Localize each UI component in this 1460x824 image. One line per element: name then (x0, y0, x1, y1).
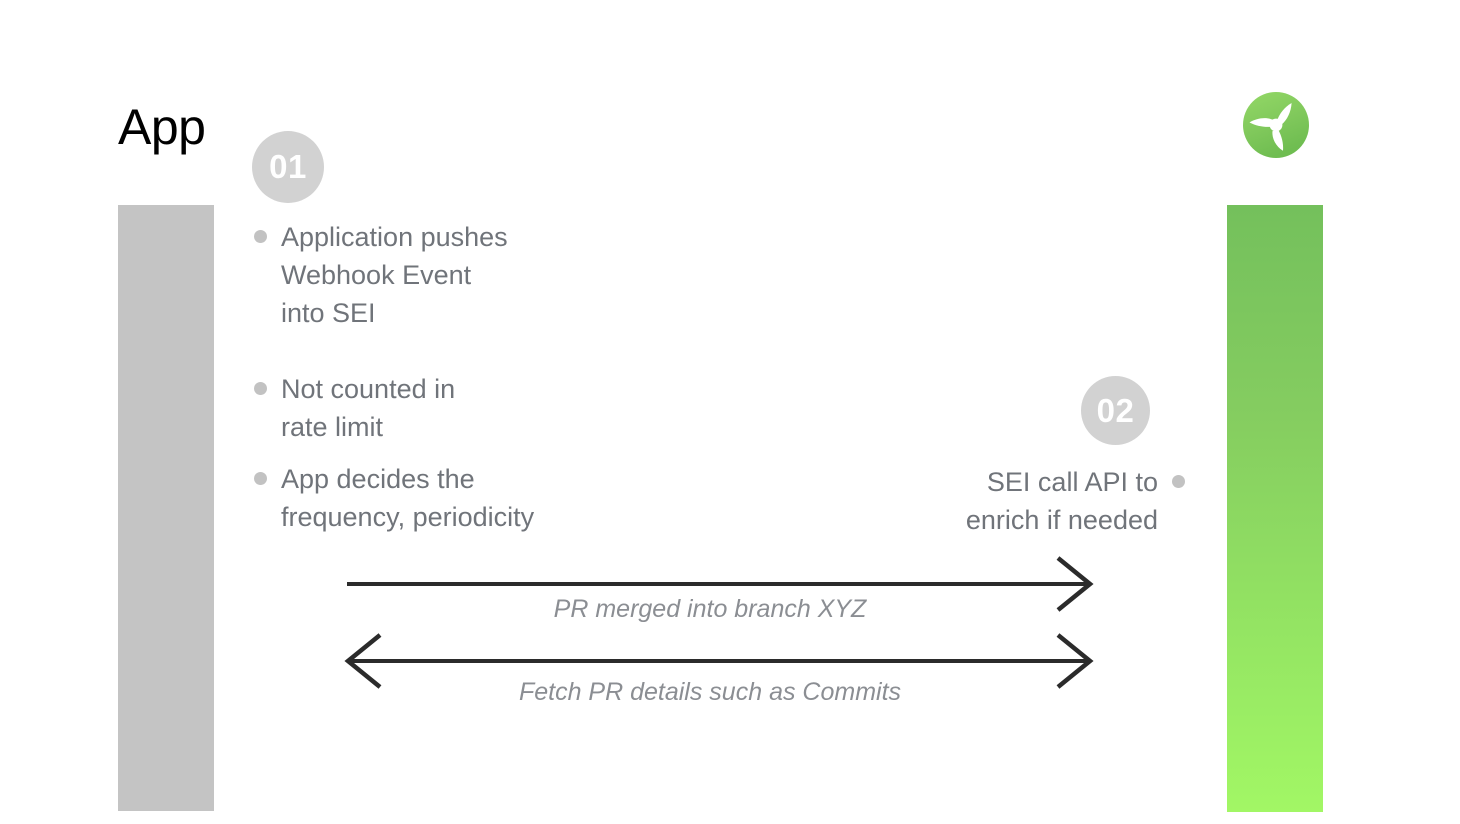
harness-propeller-logo-icon (1242, 91, 1310, 159)
bullet-dot-icon (254, 230, 267, 243)
step-badge-01: 01 (252, 131, 324, 203)
page-title: App (118, 99, 206, 155)
bullet-text: Not counted in rate limit (281, 374, 456, 442)
bullet-list-sei: SEI call API to enrich if needed (760, 463, 1185, 539)
lifeline-bar-app (118, 205, 214, 811)
list-item: SEI call API to enrich if needed (760, 463, 1185, 539)
bullet-dot-icon (1172, 475, 1185, 488)
list-item: Application pushes Webhook Event into SE… (254, 218, 674, 332)
spacer (254, 332, 674, 370)
bullet-dot-icon (254, 472, 267, 485)
spacer (254, 446, 674, 460)
arrowhead-right-1 (1056, 556, 1094, 612)
arrow-label-2: Fetch PR details such as Commits (518, 678, 902, 706)
bullet-text: App decides the frequency, periodicity (281, 464, 535, 532)
list-item: Not counted in rate limit (254, 370, 674, 446)
bullet-text: SEI call API to enrich if needed (965, 467, 1158, 535)
message-arrows: PR merged into branch XYZ Fetch PR detai… (330, 550, 1120, 720)
arrowhead-right-2 (1056, 633, 1094, 689)
bullet-dot-icon (254, 382, 267, 395)
list-item: App decides the frequency, periodicity (254, 460, 674, 536)
bullet-text: Application pushes Webhook Event into SE… (281, 222, 508, 328)
bullet-list-app: Application pushes Webhook Event into SE… (254, 218, 674, 536)
lifeline-bar-sei (1227, 205, 1323, 812)
arrow-label-1: PR merged into branch XYZ (553, 595, 867, 623)
step-badge-02: 02 (1081, 376, 1150, 445)
arrowhead-left-2 (344, 633, 382, 689)
